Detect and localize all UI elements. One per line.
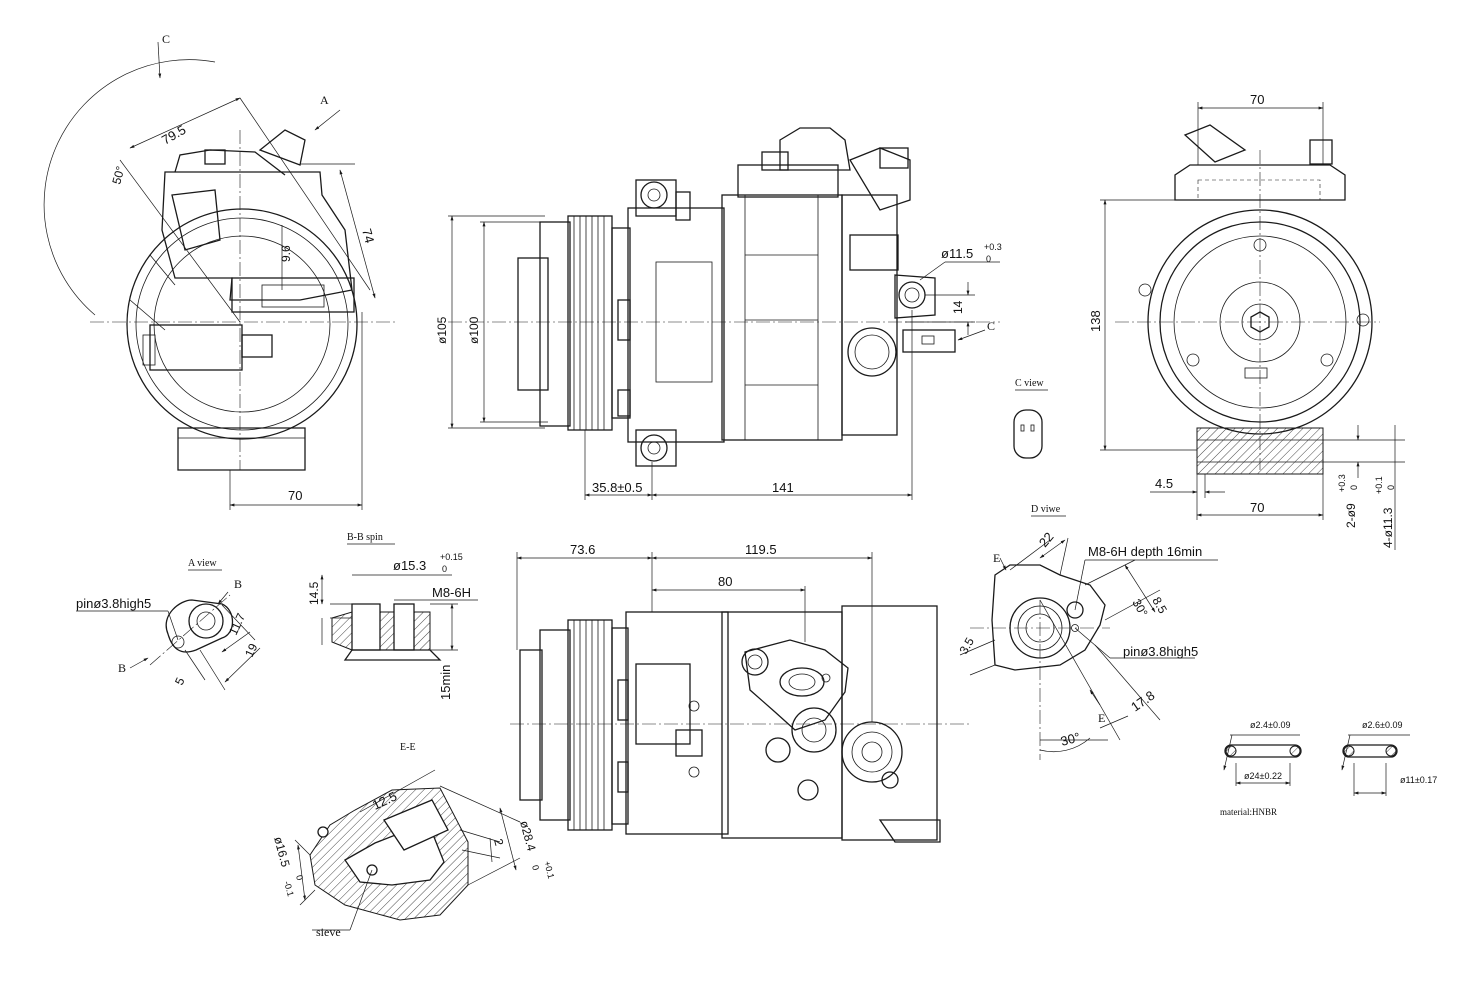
dim-28-4-upper: +0.1 [542,860,556,880]
ring2-inner-dim: ø11±0.17 [1400,775,1437,785]
material-label: material:HNBR [1220,807,1277,817]
dim-4-dia-11-3-lower: 0 [1386,485,1396,490]
dim-11-5-upper-tol: +0.3 [984,242,1002,252]
bottom-view [510,605,970,843]
dim-4-dia-11-3-upper: +0.1 [1374,476,1384,494]
d-view-marker-e-top: E [993,551,1000,565]
dim-11-5-lower-tol: 0 [986,254,991,264]
d-view-marker-e-bottom: E [1098,711,1105,725]
bottom-pulley-grooves [567,619,613,831]
dim-141: 141 [772,480,794,495]
ee-section-title: E-E [400,742,416,753]
c-view: C view [1013,378,1048,459]
bb-spin-section: B-B spin 14.5 ø15.3 +0.15 0 M8-6H 15min [307,532,478,700]
dim-17-8: 17.8 [1128,688,1157,715]
dim-5: 5 [172,675,188,687]
dim-15-3-lower-tol: 0 [442,564,447,574]
dim-138: 138 [1088,310,1103,332]
right-view-dimensions: 70 138 4.5 70 2-ø9 +0.3 0 4-ø11.3 +0.1 0 [1088,92,1405,550]
dim-73-6: 73.6 [570,542,595,557]
dim-4-dia-11-3: 4-ø11.3 [1381,507,1395,548]
a-view-pin-label: pinø3.8high5 [76,596,151,611]
sieve-label: sieve [316,925,341,939]
dim-70-top: 70 [1250,92,1264,107]
dim-dia-15-3: ø15.3 [393,558,426,573]
dim-8-5: 8.5 [1149,595,1170,617]
dim-79-5: 79.5 [159,122,188,148]
dim-70-bottom: 70 [1250,500,1264,515]
dim-14: 14 [951,300,965,314]
dim-16-5-upper: 0 [294,874,305,881]
d-view-pin-label: pinø3.8high5 [1123,644,1198,659]
dim-2-dia-9: 2-ø9 [1344,503,1358,528]
ring1-inner-dim: ø24±0.22 [1244,771,1282,781]
dim-19: 19 [242,641,260,659]
dim-80: 80 [718,574,732,589]
front-view-dimensions: ø105 ø100 ø11.5 +0.3 0 14 C 35.8±0.5 141 [435,215,1002,500]
a-view-marker-b-bottom: B [118,661,126,675]
dim-9-6: 9.6 [279,245,293,262]
d-view: D viwe E E 22 M8-6H depth 16min 30° [956,504,1218,760]
dim-dia-11-5: ø11.5 [941,246,973,261]
dim-74: 74 [359,227,377,245]
front-view-marker-c: C [987,319,995,333]
dim-70-left: 70 [288,488,302,503]
bottom-view-dimensions: 73.6 119.5 80 [516,542,873,722]
front-pulley-grooves [567,215,613,431]
dim-15-3-upper-tol: +0.15 [440,552,463,562]
dim-dia-16-5: ø16.5 [271,835,293,869]
dim-22: 22 [1036,529,1057,550]
bb-thread-label: M8-6H [432,585,471,600]
dim-2-dia-9-lower: 0 [1349,485,1359,490]
dim-28-4-lower: 0 [530,864,541,871]
left-view-dimensions: C A 79.5 50° 74 9.6 70 [43,32,377,510]
d-view-title: D viwe [1031,504,1061,515]
dim-50-degree: 50° [109,164,127,185]
dim-dia-105: ø105 [435,316,449,344]
dim-15min: 15min [438,665,453,700]
dim-14-5: 14.5 [307,581,321,605]
a-view-title: A view [188,558,217,569]
c-view-title: C view [1015,378,1044,389]
dim-35-8: 35.8±0.5 [592,480,643,495]
left-view-marker-a: A [320,93,329,107]
dim-16-5-lower: -0.1 [282,880,296,898]
dim-30-degree-bottom: 30° [1059,729,1082,749]
ring2-section-dim: ø2.6±0.09 [1362,720,1402,730]
bb-spin-title: B-B spin [347,532,383,543]
dim-119-5: 119.5 [745,542,777,557]
front-view [448,127,1000,467]
dim-2-dia-9-upper: +0.3 [1337,474,1347,492]
ring1-section-dim: ø2.4±0.09 [1250,720,1290,730]
d-view-thread-label: M8-6H depth 16min [1088,544,1202,559]
a-view: A view pinø3.8high5 B B 11.7 19 5 [76,558,260,691]
left-side-view [90,129,395,471]
dim-dia-100: ø100 [467,316,481,344]
dim-11-7: 11.7 [226,611,248,638]
dim-dia-28-4: ø28.4 [517,819,539,853]
left-view-marker-c: C [162,32,170,46]
dim-3-5: 3.5 [956,635,977,657]
a-view-marker-b-top: B [234,577,242,591]
right-view [1115,124,1380,475]
dim-2: 2 [491,837,506,847]
o-ring-details: ø2.4±0.09 ø24±0.22 ø2.6±0.09 ø11±0.17 ma… [1220,720,1437,817]
ee-section: E-E 12.5 ø16.5 0 -0.1 2 ø28.4 +0.1 0 sie… [271,742,556,939]
dim-4-5: 4.5 [1155,476,1173,491]
